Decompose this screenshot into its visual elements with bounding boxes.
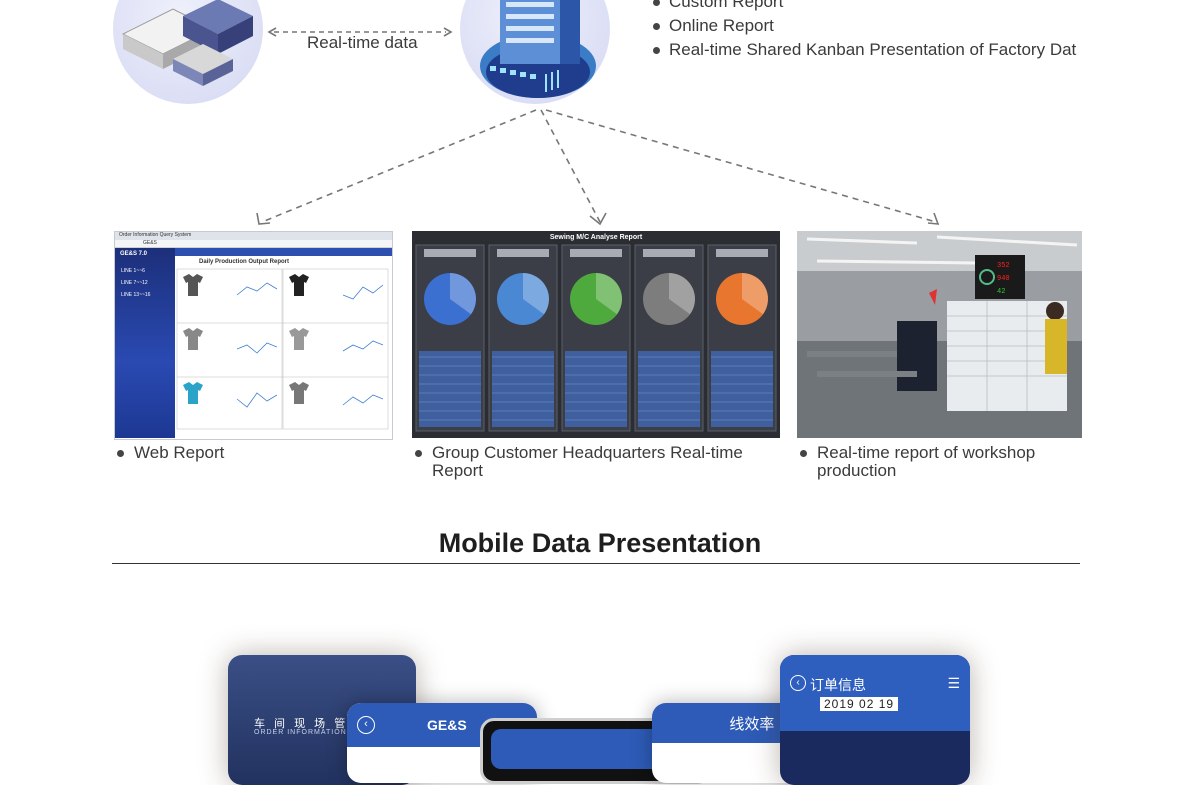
mc-pie-slice xyxy=(450,273,476,315)
sidebar-item[interactable]: LINE 13~~16 xyxy=(121,292,151,298)
web-report-screenshot: Order Information Query System GE&S GE&S… xyxy=(114,231,393,440)
sidebar-item[interactable]: LINE 1~~6 xyxy=(121,268,145,274)
web-report-title: Daily Production Output Report xyxy=(199,259,289,265)
back-icon[interactable]: ‹ xyxy=(357,716,375,734)
mc-table xyxy=(419,351,481,427)
realtime-data-label: Real-time data xyxy=(307,33,418,52)
section-divider xyxy=(112,563,1080,564)
web-report-grid xyxy=(176,268,389,430)
web-sidebar: GE&S 7.0 LINE 1~~6 LINE 7~~12 LINE 13~~1… xyxy=(115,248,175,438)
distribution-arrows xyxy=(256,109,940,226)
mobile-section-title: Mobile Data Presentation xyxy=(438,528,762,558)
mc-panel-header xyxy=(570,249,622,257)
web-report-caption: Web Report xyxy=(114,444,404,462)
mc-panel-header xyxy=(716,249,768,257)
report-feature-item: Online Report xyxy=(651,14,1076,38)
mc-pie-slice xyxy=(596,273,622,315)
mc-pie-slice xyxy=(523,273,549,315)
phone-left-subtitle: ORDER INFORMATION Q xyxy=(254,729,357,736)
mc-table xyxy=(492,351,554,427)
mc-pie xyxy=(424,273,476,325)
mc-panel-header xyxy=(424,249,476,257)
mc-pie xyxy=(716,273,768,325)
mc-table xyxy=(711,351,773,427)
mc-panel-header xyxy=(643,249,695,257)
phone-left-title: 车 间 现 场 管 理 xyxy=(254,718,369,730)
cloud-server-circle xyxy=(460,0,610,104)
web-app-name: GE&S 7.0 xyxy=(120,251,148,257)
mc-report-title: Sewing M/C Analyse Report xyxy=(549,234,643,241)
workshop-photo: 352 940 42 xyxy=(797,231,1082,438)
mc-analyse-report-screenshot: Sewing M/C Analyse Report xyxy=(412,231,780,438)
cloud-server-icon xyxy=(480,0,596,98)
mc-pie xyxy=(570,273,622,325)
factory-illustration-icon xyxy=(121,0,253,86)
browser-url: GE&S xyxy=(115,240,392,248)
phone-right: ‹ 订单信息 ☰ 2019 02 19 xyxy=(780,655,970,785)
menu-icon[interactable]: ☰ xyxy=(947,675,960,691)
mc-pie-panels xyxy=(415,244,777,432)
sidebar-item[interactable]: LINE 7~~12 xyxy=(121,280,148,286)
mc-pie-slice xyxy=(669,273,695,315)
mc-pie xyxy=(497,273,549,325)
phone-mid-right-title: 线效率 xyxy=(729,715,775,733)
mc-report-caption: Group Customer Headquarters Real-time Re… xyxy=(412,444,772,480)
mc-table xyxy=(638,351,700,427)
phone-mid-title: GE&S xyxy=(427,717,467,733)
mc-pie xyxy=(643,273,695,325)
phone-right-title: 订单信息 xyxy=(810,677,866,693)
back-icon[interactable]: ‹ xyxy=(790,675,806,691)
report-feature-list: Custom Report Online Report Real-time Sh… xyxy=(651,0,1076,62)
factory-circle xyxy=(113,0,263,104)
mc-pie-slice xyxy=(742,273,768,315)
mc-panel-header xyxy=(497,249,549,257)
realtime-arrow xyxy=(266,24,454,37)
board-value: 42 xyxy=(997,288,1005,296)
report-feature-item: Real-time Shared Kanban Presentation of … xyxy=(651,38,1076,62)
report-feature-item: Custom Report xyxy=(651,0,1076,14)
board-value: 352 xyxy=(997,262,1010,270)
mc-table xyxy=(565,351,627,427)
browser-tab: Order Information Query System xyxy=(115,232,392,240)
workshop-report-caption: Real-time report of workshop production xyxy=(797,444,1077,480)
board-value: 940 xyxy=(997,275,1010,283)
date-field[interactable]: 2019 02 19 xyxy=(820,697,899,711)
